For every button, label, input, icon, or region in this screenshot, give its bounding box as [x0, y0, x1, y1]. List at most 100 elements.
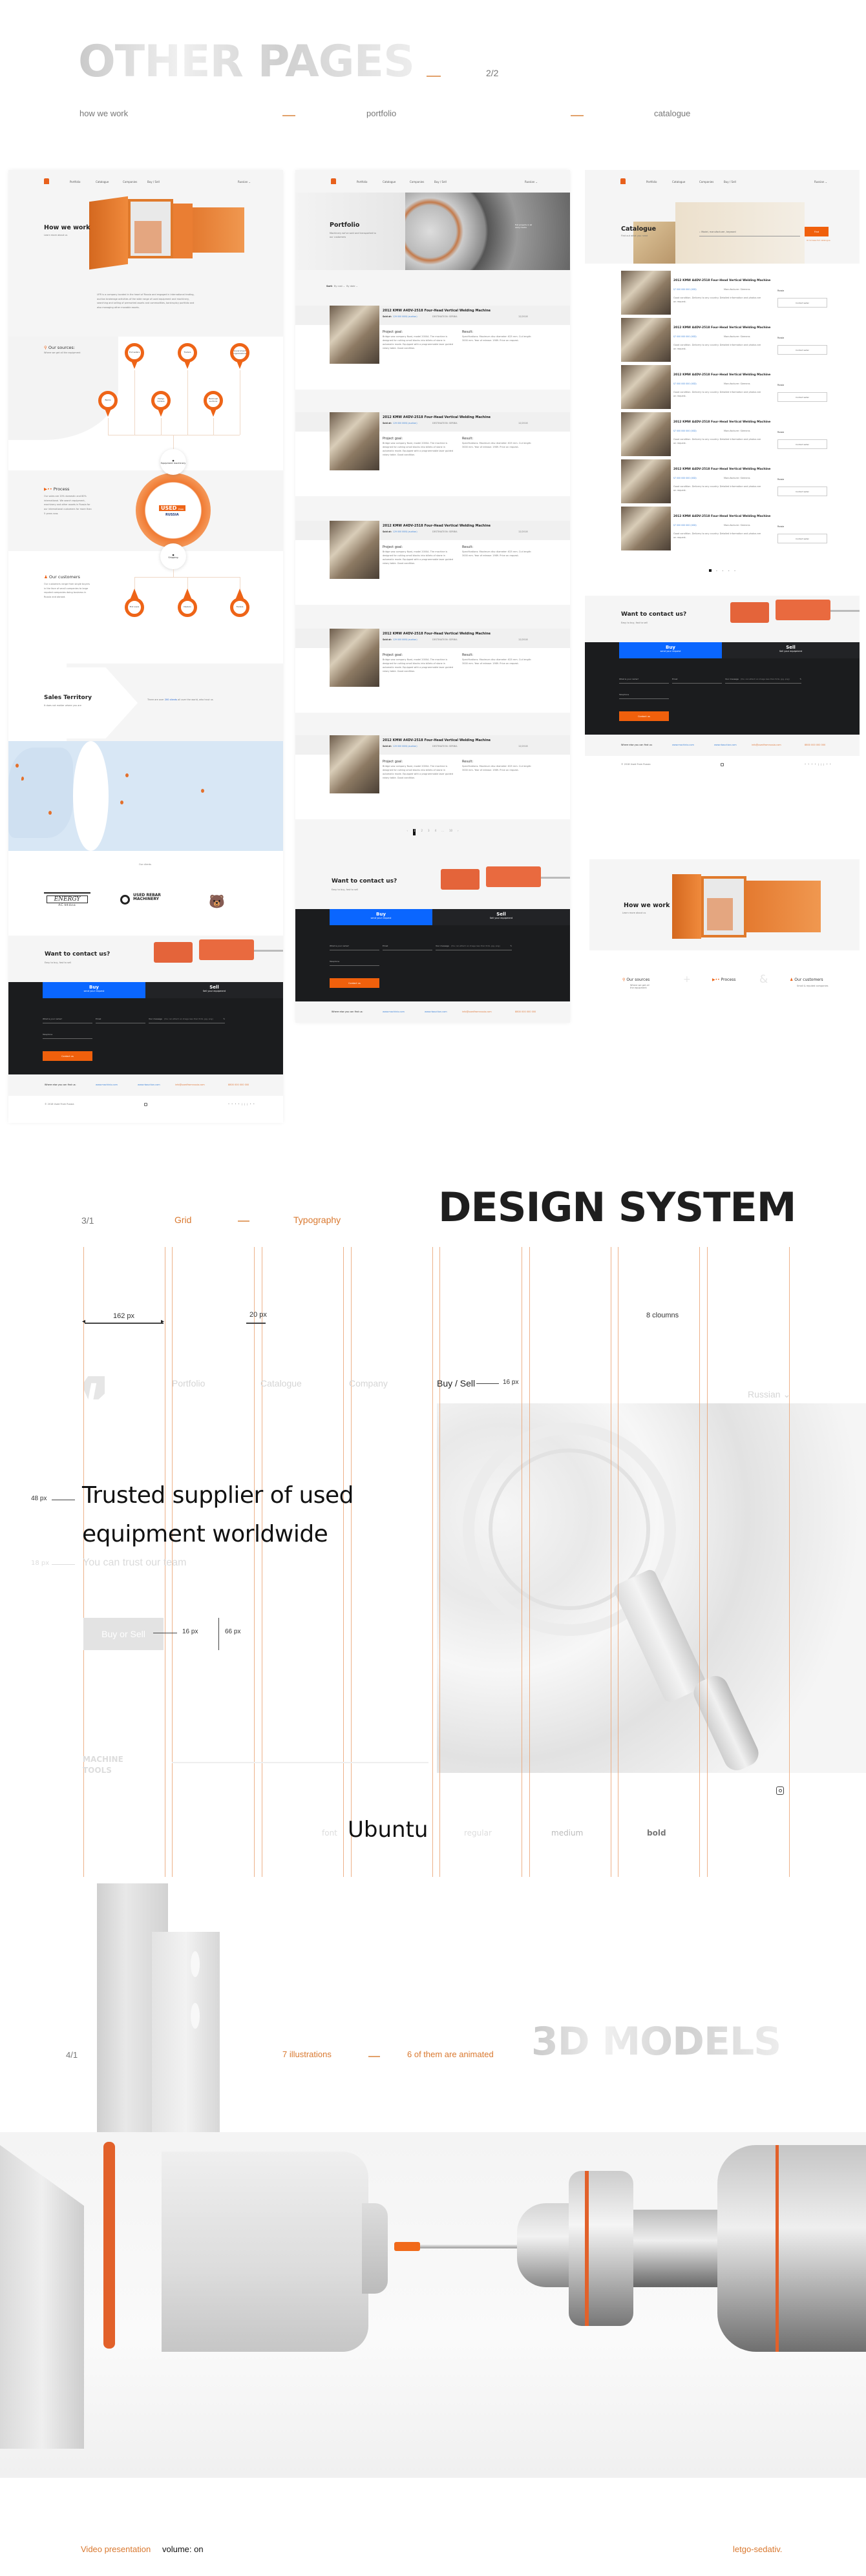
language-select[interactable]: Russian ⌄	[814, 180, 828, 183]
email-field[interactable]: Email	[96, 1016, 145, 1023]
contact-us-button[interactable]: Contact us	[43, 1051, 92, 1061]
contact-seller-button[interactable]: Contact seller	[777, 534, 827, 543]
nav-item[interactable]: Catalogue	[383, 180, 396, 183]
nav-item[interactable]: Portfolio	[646, 180, 657, 183]
item-title[interactable]: 2012 KMW A4DV-2518 Four-Head Vertical We…	[383, 632, 491, 636]
sort-by-cost[interactable]: By cost ⌄	[333, 285, 345, 288]
map-pin-icon[interactable]	[21, 777, 24, 780]
world-map[interactable]	[8, 741, 283, 851]
catalogue-item[interactable]: 2012 KMW A4DV-2518 Four-Head Vertical We…	[585, 271, 860, 316]
language-select[interactable]: Russian ⌄	[525, 180, 538, 183]
pencil-icon[interactable]: ✎	[799, 678, 801, 680]
item-title[interactable]: 2012 KMW A4DV-2518 Four-Head Vertical We…	[383, 738, 491, 742]
nav-item[interactable]: Buy / Sell	[724, 180, 736, 183]
logo[interactable]	[331, 178, 336, 184]
clients-count-link[interactable]: 200 clients	[164, 698, 178, 701]
portfolio-item[interactable]: 2012 KMW A4DV-2518 Four-Head Vertical We…	[295, 412, 570, 516]
footer-footer-link[interactable]: www.machinio.com	[96, 1084, 118, 1086]
page-dot[interactable]: •	[715, 569, 718, 572]
map-pin-icon[interactable]	[125, 773, 129, 777]
pencil-icon[interactable]: ✎	[223, 1018, 225, 1020]
page-dot[interactable]: •	[722, 569, 724, 572]
message-field[interactable]: Your message(You can attach an image les…	[149, 1016, 225, 1023]
nav-item[interactable]: Catalogue	[96, 180, 109, 183]
email-field[interactable]: Email	[672, 676, 722, 684]
name-field[interactable]: What is your name?	[619, 676, 669, 684]
language-select[interactable]: Russian ⌄	[238, 180, 251, 183]
page-link[interactable]: ...	[441, 829, 444, 832]
item-title[interactable]: 2012 KMW A4DV-2518 Four-Head Vertical We…	[673, 515, 771, 518]
pencil-icon[interactable]: ✎	[510, 945, 512, 947]
footer-footer-link[interactable]: www.rbauction.com	[714, 744, 737, 746]
catalogue-item[interactable]: 2012 KMW A4DV-2518 Four-Head Vertical We…	[585, 459, 860, 505]
item-title[interactable]: 2012 KMW A4DV-2518 Four-Head Vertical We…	[383, 524, 491, 528]
telephone-field[interactable]: Telephone	[43, 1031, 92, 1039]
volume-toggle[interactable]: volume: on	[162, 2544, 204, 2554]
page-active[interactable]: 1	[412, 829, 416, 835]
page-dot[interactable]: •	[728, 569, 730, 572]
nav-item[interactable]: Companies	[699, 180, 714, 183]
telephone-field[interactable]: Telephone	[619, 691, 669, 699]
email-field[interactable]: Email	[383, 943, 432, 950]
tab-typography[interactable]: Typography	[293, 1215, 341, 1225]
page-link[interactable]: 2	[421, 829, 423, 832]
telephone-field[interactable]: Telephone	[330, 958, 379, 966]
catalogue-item[interactable]: 2012 KMW A4DV-2518 Four-Head Vertical We…	[585, 365, 860, 410]
sort-by-date[interactable]: By date ⌄	[346, 285, 358, 288]
nav-item[interactable]: Catalogue	[672, 180, 686, 183]
sold-value[interactable]: 129 000 000$ (auction)	[392, 530, 417, 533]
catalogue-item[interactable]: 2012 KMW A4DV-2518 Four-Head Vertical We…	[585, 412, 860, 457]
link-catalogue[interactable]: catalogue	[654, 109, 691, 118]
footer-footer-email[interactable]: info@usedfromrussia.com	[462, 1011, 492, 1013]
map-pin-icon[interactable]	[120, 801, 123, 804]
item-title[interactable]: 2012 KMW A4DV-2518 Four-Head Vertical We…	[673, 326, 771, 330]
link-portfolio[interactable]: portfolio	[366, 109, 397, 118]
item-title[interactable]: 2012 KMW A4DV-2518 Four-Head Vertical We…	[673, 421, 771, 424]
map-pin-icon[interactable]	[201, 789, 204, 793]
footer-footer-link[interactable]: www.rbauction.com	[138, 1084, 160, 1086]
item-title[interactable]: 2012 KMW A4DV-2518 Four-Head Vertical We…	[383, 415, 491, 419]
contact-seller-button[interactable]: Contact seller	[777, 345, 827, 355]
item-title[interactable]: 2012 KMW A4DV-2518 Four-Head Vertical We…	[673, 373, 771, 377]
logo[interactable]	[620, 178, 626, 184]
page-link[interactable]: ›	[458, 829, 459, 832]
name-field[interactable]: What is your name?	[330, 943, 379, 950]
item-title[interactable]: 2012 KMW A4DV-2518 Four-Head Vertical We…	[673, 468, 771, 471]
catalogue-item[interactable]: 2012 KMW A4DV-2518 Four-Head Vertical We…	[585, 507, 860, 552]
page-link[interactable]: ‹	[407, 829, 408, 832]
tab-grid[interactable]: Grid	[174, 1215, 192, 1225]
buy-or-sell-button[interactable]: Buy or Sell	[83, 1618, 164, 1650]
sold-value[interactable]: 129 000 000$ (auction)	[392, 638, 417, 641]
sold-value[interactable]: 129 000 000$ (auction)	[392, 745, 417, 748]
nav-item[interactable]: Companies	[123, 180, 138, 183]
nav-item[interactable]: Buy / Sell	[434, 180, 447, 183]
find-button[interactable]: Find	[805, 227, 829, 236]
map-pin-icon[interactable]	[48, 811, 52, 815]
instagram-icon[interactable]	[144, 1103, 147, 1106]
message-field[interactable]: Your message(You can attach an image les…	[436, 943, 512, 950]
item-title[interactable]: 2012 KMW A4DV-2518 Four-Head Vertical We…	[673, 279, 771, 282]
footer-footer-phone[interactable]: 8800 000 000 000	[228, 1084, 249, 1086]
contact-us-button[interactable]: Contact us	[619, 711, 669, 721]
page-dot-active[interactable]	[708, 569, 712, 572]
nav-item[interactable]: Portfolio	[70, 180, 81, 183]
message-field[interactable]: Your message(You can attach an image les…	[725, 676, 801, 684]
logo[interactable]	[44, 178, 49, 184]
map-pin-icon[interactable]	[16, 764, 19, 768]
portfolio-item[interactable]: 2012 KMW A4DV-2518 Four-Head Vertical We…	[295, 629, 570, 732]
name-field[interactable]: What is your name?	[43, 1016, 92, 1023]
nav-item[interactable]: Buy / Sell	[147, 180, 160, 183]
catalogue-item[interactable]: 2012 KMW A4DV-2518 Four-Head Vertical We…	[585, 318, 860, 363]
portfolio-item[interactable]: 2012 KMW A4DV-2518 Four-Head Vertical We…	[295, 521, 570, 624]
page-link[interactable]: 10	[449, 829, 453, 832]
contact-us-button[interactable]: Contact us	[330, 978, 379, 988]
footer-footer-email[interactable]: info@usedfromrussia.com	[175, 1084, 205, 1086]
footer-footer-phone[interactable]: 8800 000 000 000	[515, 1011, 536, 1013]
page-link[interactable]: 3	[428, 829, 430, 832]
contact-seller-button[interactable]: Contact seller	[777, 439, 827, 449]
nav-item[interactable]: Portfolio	[357, 180, 368, 183]
